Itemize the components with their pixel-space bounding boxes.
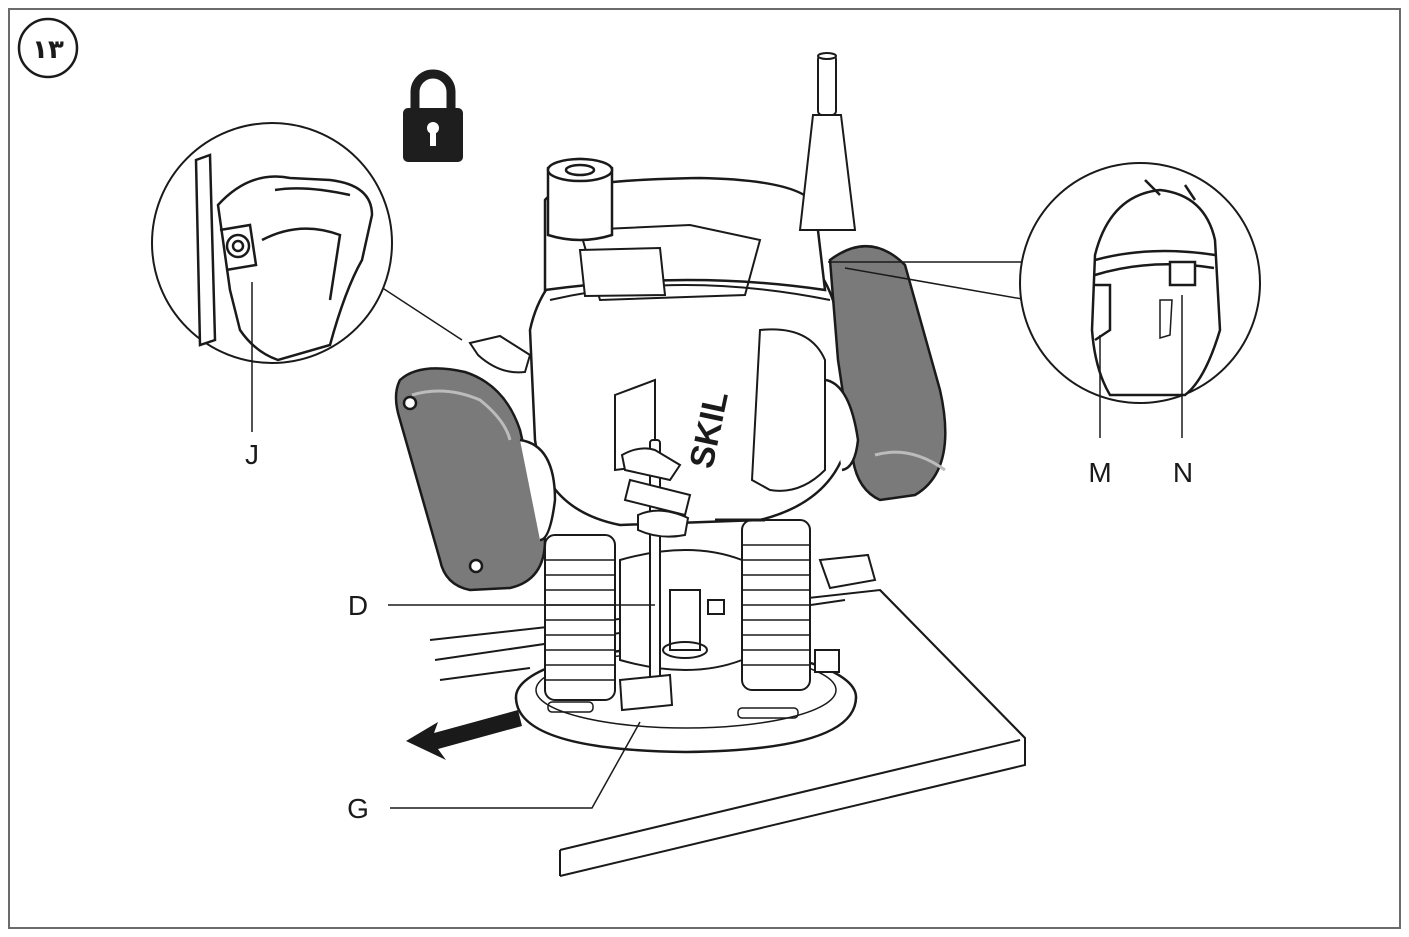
figure-number-badge: ۱۳	[17, 17, 79, 79]
right-handle	[825, 245, 947, 502]
leader-lines	[251, 282, 1183, 809]
padlock-locked-icon	[403, 69, 463, 162]
guide-rail	[818, 553, 877, 590]
detail-circle-right	[828, 162, 1261, 404]
detail-circle-left	[151, 122, 463, 364]
left-handle	[394, 367, 557, 592]
power-cord	[798, 52, 857, 231]
label-J: J	[245, 439, 259, 470]
motor-housing	[528, 157, 852, 527]
plunge-lock-lever	[468, 334, 532, 374]
figure-number: ۱۳	[32, 35, 64, 65]
label-N: N	[1173, 457, 1193, 488]
label-D: D	[348, 590, 368, 621]
figure-frame	[8, 8, 1401, 929]
right-column-spring	[741, 519, 811, 691]
depth-stop-rod	[618, 439, 692, 712]
label-G: G	[347, 793, 369, 824]
label-M: M	[1088, 457, 1111, 488]
arrow-left-icon	[406, 710, 522, 760]
left-column-spring	[544, 534, 616, 701]
